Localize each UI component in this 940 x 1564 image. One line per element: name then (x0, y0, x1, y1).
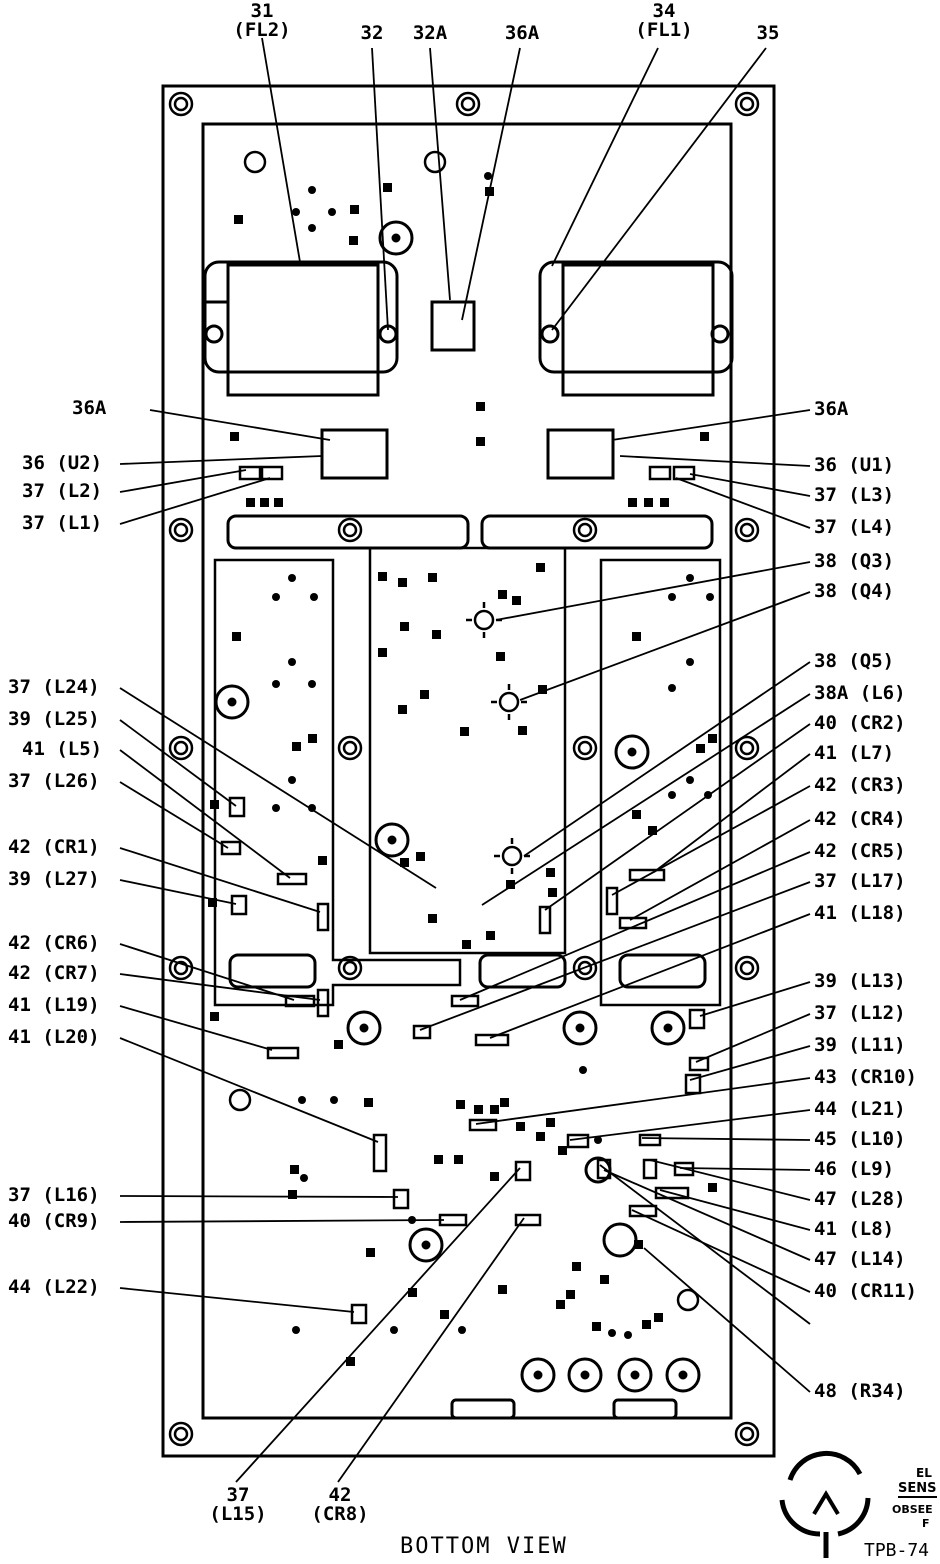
callout-right: 39 (L13) (814, 970, 906, 992)
filter-fl2-body (203, 260, 399, 397)
callout-right: 42 (CR3) (814, 774, 906, 796)
callout-42-cr8: 42 (CR8) (311, 1486, 368, 1524)
callout-left: 41 (L19) (8, 994, 100, 1016)
callout-id: 37 (226, 1484, 250, 1506)
callout-right: 48 (R34) (814, 1380, 906, 1402)
view-caption: BOTTOM VIEW (400, 1534, 568, 1559)
right-shield-wall (599, 558, 722, 1007)
callout-right: 37 (L4) (814, 516, 895, 538)
leader-lines (119, 37, 811, 1483)
left-shield-wall (213, 558, 462, 1007)
ic-u2-body (320, 428, 389, 480)
callout-right: 40 (CR2) (814, 712, 906, 734)
callout-right: 42 (CR4) (814, 808, 906, 830)
esd-label-line-2: SENS (898, 1481, 937, 1498)
callout-id: 32A (412, 22, 448, 44)
component-bodies (220, 465, 710, 1325)
callout-left: 36A (72, 397, 107, 419)
callout-left: 37 (L1) (22, 512, 103, 534)
callout-left: 40 (CR9) (8, 1210, 100, 1232)
callout-right: 40 (CR11) (814, 1280, 917, 1302)
callout-right: 46 (L9) (814, 1158, 895, 1180)
callout-right: 47 (L14) (814, 1248, 906, 1270)
callout-right: 47 (L28) (814, 1188, 906, 1210)
mounting-holes (168, 91, 760, 1447)
ic-u1-body (546, 428, 615, 480)
callout-right: 41 (L18) (814, 902, 906, 924)
callout-id: 42 (328, 1484, 352, 1506)
callout-id: 31 (250, 0, 274, 22)
callout-31: 31 (FL2) (233, 2, 290, 40)
callout-left: 37 (L26) (8, 770, 100, 792)
callout-left: 44 (L22) (8, 1276, 100, 1298)
esd-symbol (779, 1450, 871, 1558)
callout-right: 42 (CR5) (814, 840, 906, 862)
callout-34: 34 (FL1) (635, 2, 692, 40)
callout-left: 39 (L27) (8, 868, 100, 890)
callout-ref: (CR8) (311, 1503, 369, 1525)
solder-pads (208, 172, 717, 1366)
callout-ref: (L15) (209, 1503, 267, 1525)
callout-left: 42 (CR1) (8, 836, 100, 858)
esd-label-line-4: F (922, 1517, 930, 1530)
callout-left: 42 (CR7) (8, 962, 100, 984)
callout-36a-top: 36A (505, 24, 539, 43)
transistors (466, 602, 530, 874)
callout-35: 35 (757, 24, 780, 43)
callout-left: 36 (U2) (22, 452, 103, 474)
callout-right: 39 (L11) (814, 1034, 906, 1056)
callout-right: 36 (U1) (814, 454, 895, 476)
callout-id: 36A (504, 22, 540, 44)
esd-label-line-1: EL (916, 1466, 932, 1480)
board-outline (161, 84, 776, 1458)
callout-37-l15: 37 (L15) (209, 1486, 266, 1524)
callout-right: 45 (L10) (814, 1128, 906, 1150)
callout-id: 34 (652, 0, 676, 22)
callout-right: 38A (L6) (814, 682, 906, 704)
callout-left: 42 (CR6) (8, 932, 100, 954)
center-channel (368, 546, 567, 955)
callout-left: 39 (L25) (8, 708, 100, 730)
rf-connectors (228, 150, 700, 1312)
callout-right: 41 (L8) (814, 1218, 895, 1240)
callout-left: 41 (L5) (22, 738, 103, 760)
callout-left: 37 (L24) (8, 676, 100, 698)
round-components (214, 220, 701, 1393)
callout-right: 37 (L12) (814, 1002, 906, 1024)
callout-right: 37 (L3) (814, 484, 895, 506)
callout-ref: (FL1) (635, 19, 693, 41)
callout-right: 38 (Q4) (814, 580, 895, 602)
callout-32: 32 (361, 24, 384, 43)
callout-32a: 32A (413, 24, 447, 43)
callout-right: 38 (Q5) (814, 650, 895, 672)
callout-left: 41 (L20) (8, 1026, 100, 1048)
callout-right: 37 (L17) (814, 870, 906, 892)
callout-id: 35 (756, 22, 780, 44)
callout-ref: (FL2) (233, 19, 291, 41)
callout-right: 36A (814, 398, 849, 420)
callout-right: 38 (Q3) (814, 550, 895, 572)
figure-id: TPB-74 (864, 1540, 930, 1561)
callout-id: 32 (360, 22, 384, 44)
callout-right: 44 (L21) (814, 1098, 906, 1120)
callout-left: 37 (L16) (8, 1184, 100, 1206)
esd-label-line-3: OBSEE (892, 1503, 933, 1516)
filter-fl1-body (538, 260, 734, 397)
callout-left: 37 (L2) (22, 480, 103, 502)
callout-right: 41 (L7) (814, 742, 895, 764)
callout-right: 43 (CR10) (814, 1066, 917, 1088)
